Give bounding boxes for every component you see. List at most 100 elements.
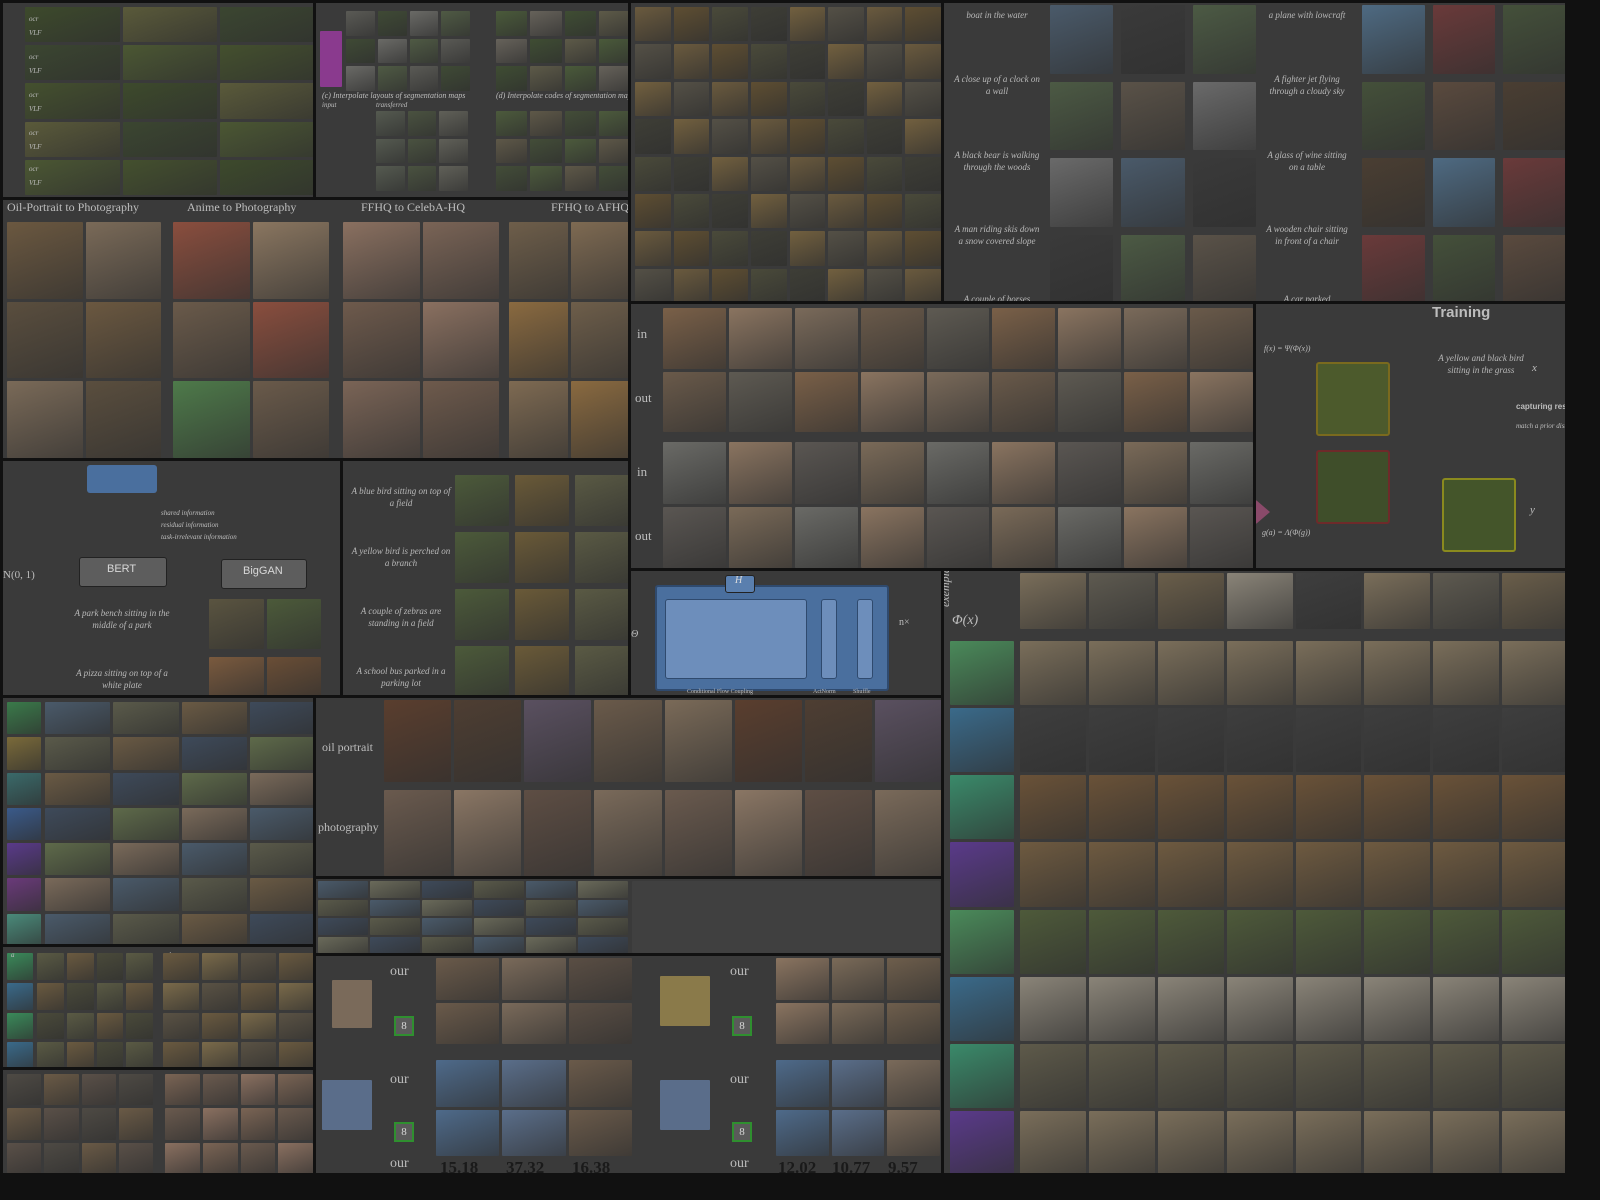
image-tile [220,7,313,43]
image-tile [776,1109,829,1156]
image-tile [126,1012,153,1040]
image-tile [1157,573,1224,629]
image-tile [1502,708,1565,773]
image-tile [860,506,924,568]
image-tile [1295,775,1362,840]
image-tile [635,268,671,301]
image-tile [1432,158,1496,227]
image-tile [318,899,368,916]
image-tile [439,166,468,191]
image-tile [165,1108,200,1140]
row-label: ocr [29,129,39,137]
image-tile [564,166,596,191]
figure-mosaic: ocr VLF ocr VLF ocr VLF ocr VLF ocr VLF … [0,0,1568,1176]
image-tile [1364,842,1431,907]
landscape-grid [45,702,313,944]
image-tile [1121,81,1185,150]
image-tile [776,958,829,1000]
image-tile [828,231,864,266]
image-tile [201,953,238,980]
image-tile [905,44,941,79]
image-tile [673,7,710,42]
image-tile [118,1108,153,1140]
faces-grid-afhq [509,222,628,458]
image-tile [1502,641,1565,706]
image-tile [1226,1110,1293,1173]
image-tile [474,936,524,953]
image-tile [496,138,528,164]
image-tile [564,11,596,36]
image-tile [422,936,472,953]
image-tile [1157,909,1224,974]
image-tile [173,301,250,379]
image-tile [44,1108,79,1140]
image-tile [712,7,748,42]
image-tile [1157,842,1224,907]
image-tile [96,1042,124,1067]
image-tile [1190,371,1253,432]
image-tile [776,1002,829,1044]
image-tile [474,881,524,898]
image-tile [1226,573,1293,629]
image-tile [568,1109,632,1156]
label-input: input [322,101,337,109]
score: 16.38 [572,1158,611,1176]
image-tile [926,442,990,504]
image-tile [1088,1043,1155,1108]
image-tile [1502,842,1565,907]
image-tile [905,231,941,266]
image-tile [564,66,596,91]
image-tile [407,111,437,136]
image-tile [163,982,199,1010]
image-tile [831,1060,885,1107]
image-tile [45,737,111,770]
image-tile [1124,506,1188,568]
photo-grid [384,790,941,876]
image-tile [635,119,671,154]
exemplar-grid [1020,641,1565,1173]
image-tile [905,193,941,229]
image-tile [950,775,1014,840]
capturing-residuals: capturing residuals: [1516,402,1567,411]
ref-face-1 [332,980,372,1028]
image-tile [1295,1110,1362,1173]
image-tile [7,222,83,299]
image-tile [1502,775,1565,840]
var-y: y [1530,504,1535,516]
row-label: VLF [29,67,42,75]
row-label: ocr [29,53,39,61]
caption-interp-layouts: (c) Interpolate layouts of segmentation … [322,91,466,100]
image-tile [515,475,569,526]
image-tile [1226,1043,1293,1108]
image-tile [828,81,864,117]
image-tile [181,807,247,841]
t2i-grid-right [1362,5,1565,301]
image-tile [7,1142,42,1173]
image-tile [25,159,120,195]
mini-label-a: a [11,951,15,959]
image-tile [1050,158,1114,227]
image-tile [578,918,628,935]
legend-irrelevant: task-irrelevant information [161,533,237,541]
image-tile [992,506,1056,568]
caption-actnorm: ActNorm [813,689,836,695]
image-tile [496,111,528,136]
image-tile [45,807,111,841]
image-tile [122,159,218,195]
image-tile [422,222,499,299]
row-label: ocr [29,91,39,99]
interp-grid-c [376,111,468,191]
image-tile [37,982,64,1010]
var-x: x [1532,362,1537,374]
image-tile [1433,641,1500,706]
image-tile [1432,5,1496,74]
image-tile [240,1074,276,1106]
image-tile [712,231,748,266]
image-tile [789,268,826,301]
image-tile [1295,909,1362,974]
image-tile [436,1060,500,1107]
label-our: our [730,964,749,979]
label-our: our [390,1072,409,1087]
image-tile [530,66,562,91]
image-tile [509,301,568,379]
